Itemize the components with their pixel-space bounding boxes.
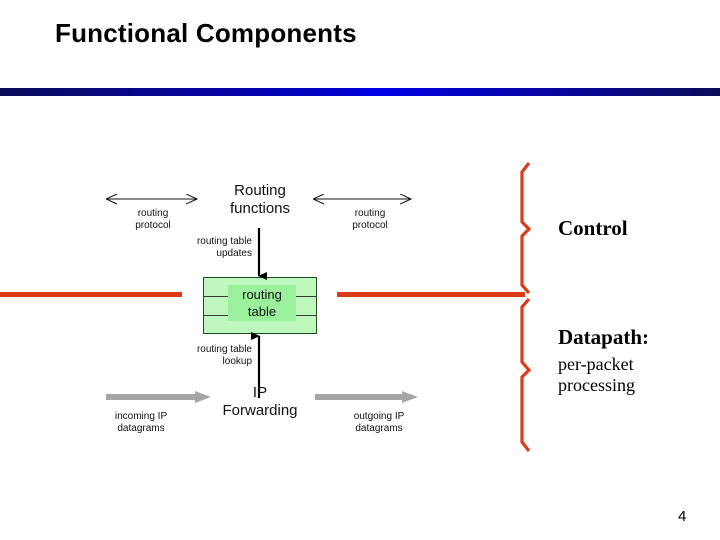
- page-number: 4: [678, 508, 687, 525]
- left-routing-protocol-label: routing protocol: [135, 208, 171, 231]
- datapath-brace: [520, 297, 532, 452]
- outgoing-datagrams-label: outgoing IP datagrams: [353, 411, 405, 434]
- datapath-label: Datapath:: [558, 325, 650, 349]
- incoming-datagrams-arrow: [106, 391, 211, 403]
- right-routing-protocol-label: routing protocol: [352, 208, 388, 231]
- outgoing-datagrams-arrow: [315, 391, 418, 403]
- ip-forwarding-label: IP Forwarding: [222, 384, 298, 419]
- datapath-detail-label: per-packet processing: [558, 354, 635, 395]
- routing-table-label: routing table: [228, 285, 296, 321]
- control-datapath-separator-left: [0, 292, 182, 297]
- control-brace: [520, 162, 532, 295]
- page-title: Functional Components: [55, 18, 357, 48]
- routing-table-updates-label: routing table updates: [196, 236, 252, 259]
- control-datapath-separator-right: [337, 292, 525, 297]
- control-label: Control: [558, 216, 628, 240]
- routing-table-lookup-label: routing table lookup: [196, 344, 252, 367]
- incoming-datagrams-label: incoming IP datagrams: [114, 411, 168, 434]
- routing-functions-label: Routing functions: [229, 182, 291, 217]
- title-underline-rule: [0, 88, 720, 96]
